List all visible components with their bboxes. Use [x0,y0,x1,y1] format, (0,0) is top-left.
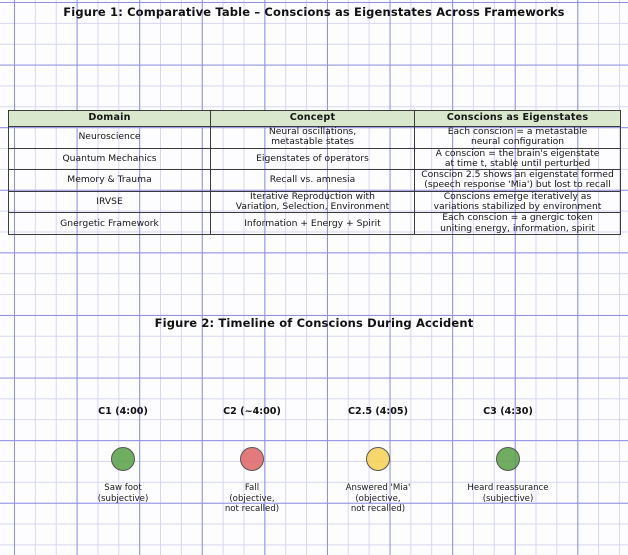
column-header-concept: Concept [210,110,415,127]
timeline-event-caption: Heard reassurance (subjective) [433,483,583,504]
cell-line: (speech response 'Mia') but lost to reca… [424,179,611,191]
timeline-dot [111,447,135,471]
cell-eigenstates: Conscions emerge iteratively as variatio… [414,190,621,214]
caption-line: (objective, [229,493,275,504]
cell-concept: Neural oscillations, metastable states [210,126,415,149]
timeline-dot-row [303,419,453,477]
cell-line: metastable states [271,136,354,148]
caption-line: Saw foot [104,483,142,493]
cell-line: Neural oscillations, [268,126,357,137]
column-header-domain: Domain [8,110,211,127]
cell-line: Eigenstates of operators [256,152,369,164]
table-row: Quantum Mechanics Eigenstates of operato… [8,147,621,171]
timeline-event-c2-5: C2.5 (4:05) Answered 'Mia' (objective, n… [303,405,453,515]
cell-line: Each conscion = a metastable [447,126,588,137]
cell-concept: Information + Energy + Spirit [210,212,415,235]
table-row: Neuroscience Neural oscillations, metast… [8,126,621,149]
cell-domain: Gnergetic Framework [8,212,211,235]
cell-eigenstates: Each conscion = a gnergic token uniting … [414,212,621,235]
cell-concept: Eigenstates of operators [210,147,415,171]
timeline-dot [496,447,520,471]
cell-line: A conscion = the brain's eigenstate [435,147,600,159]
timeline-event-caption: Fall (objective, not recalled) [177,483,327,515]
cell-concept: Recall vs. amnesia [210,169,415,192]
cell-line: Memory & Trauma [67,174,152,186]
cell-line: Iterative Reproduction with [250,190,375,202]
cell-line: Conscions emerge iteratively as [443,190,592,202]
cell-line: neural configuration [470,136,565,148]
caption-line: Answered 'Mia' [345,483,411,493]
table-row: IRVSE Iterative Reproduction with Variat… [8,190,621,214]
cell-line: Quantum Mechanics [62,152,157,164]
comparative-table-wrapper: Domain Concept Conscions as Eigenstates … [8,110,621,235]
timeline-event-c1: C1 (4:00) Saw foot (subjective) [48,405,198,504]
caption-line: (subjective) [97,493,149,504]
cell-domain: Memory & Trauma [8,169,211,192]
cell-domain: Quantum Mechanics [8,147,211,171]
cell-concept: Iterative Reproduction with Variation, S… [210,190,415,214]
cell-line: at time t, stable until perturbed [444,157,591,169]
table-header-row: Domain Concept Conscions as Eigenstates [8,110,621,127]
cell-line: Recall vs. amnesia [269,174,356,186]
timeline-event-c3: C3 (4:30) Heard reassurance (subjective) [433,405,583,504]
caption-line: (subjective) [482,493,534,504]
timeline-event-caption: Answered 'Mia' (objective, not recalled) [303,483,453,515]
caption-line: not recalled) [350,504,406,515]
timeline-event-c2: C2 (~4:00) Fall (objective, not recalled… [177,405,327,515]
caption-line: Heard reassurance [467,483,549,493]
table-row: Gnergetic Framework Information + Energy… [8,212,621,235]
cell-line: Information + Energy + Spirit [244,217,381,229]
timeline-event-label: C2 (~4:00) [223,406,281,417]
comparative-table: Domain Concept Conscions as Eigenstates … [8,110,621,235]
caption-line: (objective, [355,493,401,504]
cell-eigenstates: Conscion 2.5 shows an eigenstate formed … [414,169,621,192]
cell-line: Each conscion = a gnergic token [442,212,593,224]
timeline-figure: C1 (4:00) Saw foot (subjective) C2 (~4:0… [0,405,628,555]
table-row: Memory & Trauma Recall vs. amnesia Consc… [8,169,621,192]
timeline-event-label: C1 (4:00) [98,406,148,417]
cell-eigenstates: Each conscion = a metastable neural conf… [414,126,621,149]
timeline-event-caption: Saw foot (subjective) [48,483,198,504]
timeline-dot-row [48,419,198,477]
figure1-title: Figure 1: Comparative Table – Conscions … [63,5,565,19]
caption-line: not recalled) [224,504,280,515]
caption-line: Fall [244,483,260,493]
cell-domain: Neuroscience [8,126,211,149]
cell-line: Neuroscience [78,131,141,143]
cell-line: Gnergetic Framework [60,217,159,229]
timeline-dot-row [433,419,583,477]
cell-line: IRVSE [96,195,123,207]
column-header-eigenstates: Conscions as Eigenstates [414,110,621,127]
timeline-event-label: C3 (4:30) [483,406,533,417]
cell-line: Variation, Selection, Environment [235,201,390,213]
timeline-dot [366,447,390,471]
timeline-dot-row [177,419,327,477]
cell-domain: IRVSE [8,190,211,214]
figure2-title: Figure 2: Timeline of Conscions During A… [154,316,474,330]
cell-eigenstates: A conscion = the brain's eigenstate at t… [414,147,621,171]
cell-line: uniting energy, information, spirit [440,222,595,234]
timeline-dot [240,447,264,471]
cell-line: variations stabilized by environment [433,201,602,213]
timeline-event-label: C2.5 (4:05) [347,406,408,417]
cell-line: Conscion 2.5 shows an eigenstate formed [421,169,614,181]
